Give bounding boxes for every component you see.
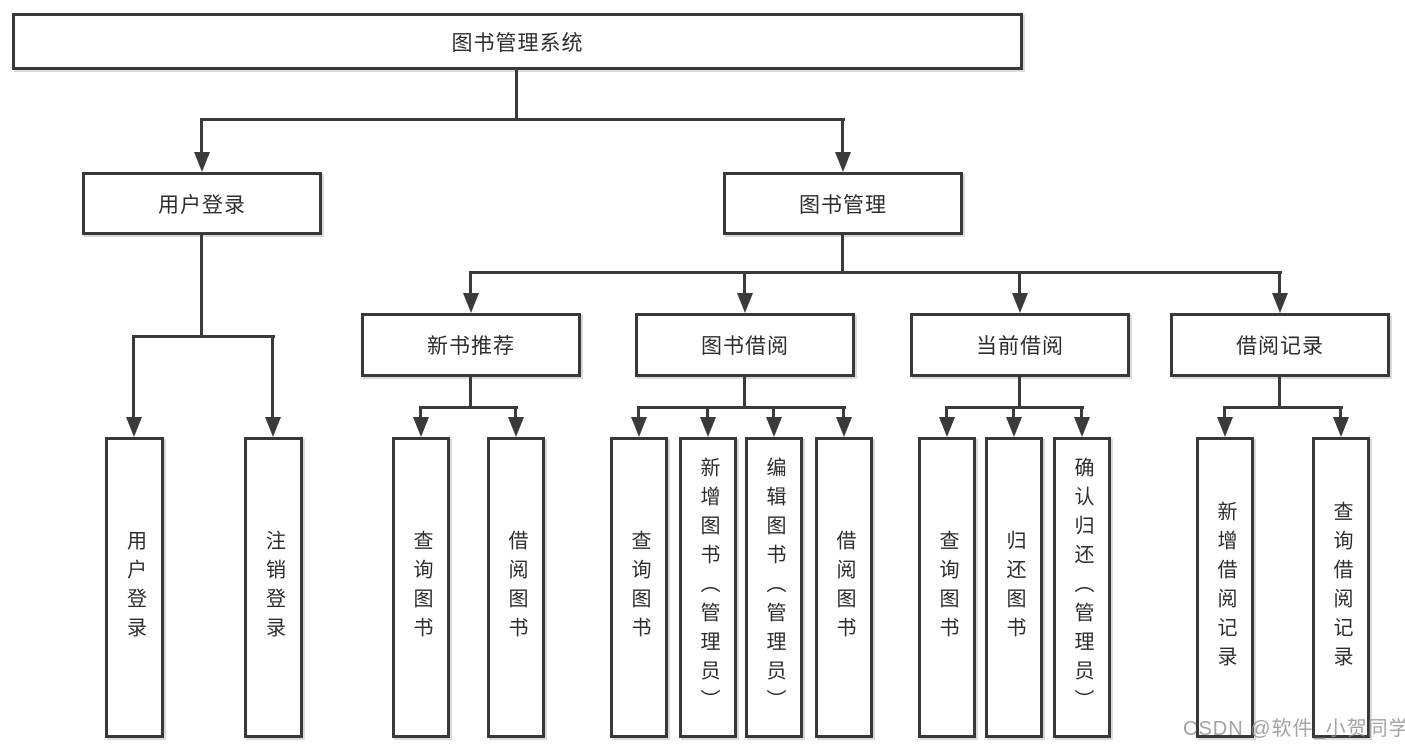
node-label: 查询图书 <box>936 529 958 646</box>
node-label: 新书推荐 <box>427 335 515 358</box>
node-label: 图书管理系统 <box>451 31 584 55</box>
connector-line <box>637 408 640 422</box>
node-label: 查询图书 <box>410 529 432 646</box>
connector-line <box>1018 273 1021 297</box>
connector-line <box>132 337 135 421</box>
arrow-down-icon <box>1012 293 1028 313</box>
node-current-borrowing: 当前借阅 <box>910 313 1130 377</box>
arrow-down-icon <box>766 417 782 437</box>
connector-line <box>706 408 709 422</box>
connector-line <box>1278 273 1281 297</box>
node-label: 确认归还（管理员） <box>1071 457 1093 718</box>
node-library-management-system: 图书管理系统 <box>12 13 1023 70</box>
node-label: 图书借阅 <box>701 335 789 358</box>
node-borrowing-records: 借阅记录 <box>1170 313 1390 377</box>
node-label: 注销登录 <box>262 529 285 646</box>
node-label: 查询图书 <box>628 529 650 646</box>
connector-line <box>743 273 746 297</box>
connector-line <box>637 406 846 409</box>
connector-line <box>1223 406 1343 409</box>
node-label: 用户登录 <box>123 529 146 646</box>
arrow-down-icon <box>463 293 479 313</box>
node-new-book-recommendation: 新书推荐 <box>361 313 581 377</box>
connector-line <box>945 406 1084 409</box>
connector-line <box>200 120 203 156</box>
arrow-down-icon <box>1006 417 1022 437</box>
connector-line <box>419 406 518 409</box>
connector-line <box>419 408 422 422</box>
connector-line <box>271 337 274 421</box>
connector-line <box>469 377 472 408</box>
connector-line <box>469 271 1282 274</box>
arrow-down-icon <box>939 417 955 437</box>
node-label: 新增图书（管理员） <box>697 457 719 718</box>
connector-line <box>841 235 844 273</box>
connector-line <box>772 408 775 422</box>
arrow-down-icon <box>737 293 753 313</box>
connector-line <box>842 408 845 422</box>
arrow-down-icon <box>194 152 210 172</box>
arrow-down-icon <box>1272 293 1288 313</box>
node-label: 借阅图书 <box>833 529 855 646</box>
connector-line <box>1223 408 1226 422</box>
leaf-add-book-admin: 新增图书（管理员） <box>679 437 737 738</box>
leaf-user-login: 用户登录 <box>105 437 164 738</box>
leaf-borrow-borrow-books: 借阅图书 <box>815 437 873 738</box>
connector-line <box>1339 408 1342 422</box>
arrow-down-icon <box>700 417 716 437</box>
node-label: 借阅记录 <box>1236 335 1324 358</box>
node-label: 编辑图书（管理员） <box>763 457 785 718</box>
node-label: 查询借阅记录 <box>1330 500 1352 675</box>
node-label: 归还图书 <box>1003 529 1025 646</box>
node-label: 用户登录 <box>158 193 246 217</box>
node-book-management: 图书管理 <box>723 172 963 235</box>
arrow-down-icon <box>413 417 429 437</box>
leaf-borrow-query-books: 查询图书 <box>610 437 668 738</box>
csdn-watermark: CSDN @软件_小贺同学 <box>1183 718 1405 740</box>
connector-line <box>1080 408 1083 422</box>
node-label: 当前借阅 <box>976 335 1064 358</box>
arrow-down-icon <box>835 152 851 172</box>
arrow-down-icon <box>265 417 281 437</box>
connector-line <box>743 377 746 408</box>
connector-line <box>1018 377 1021 408</box>
connector-line <box>514 408 517 422</box>
leaf-logout: 注销登录 <box>244 437 303 738</box>
leaf-recommend-query-books: 查询图书 <box>392 437 450 738</box>
arrow-down-icon <box>508 417 524 437</box>
arrow-down-icon <box>1217 417 1233 437</box>
connector-line <box>200 235 203 337</box>
leaf-current-query-books: 查询图书 <box>918 437 976 738</box>
node-label: 借阅图书 <box>505 529 527 646</box>
node-user-login: 用户登录 <box>82 172 322 235</box>
arrow-down-icon <box>836 417 852 437</box>
node-label: 新增借阅记录 <box>1214 500 1236 675</box>
node-label: 图书管理 <box>799 193 887 217</box>
connector-line <box>1012 408 1015 422</box>
leaf-recommend-borrow-books: 借阅图书 <box>487 437 545 738</box>
arrow-down-icon <box>631 417 647 437</box>
arrow-down-icon <box>126 417 142 437</box>
connector-line <box>1278 377 1281 408</box>
arrow-down-icon <box>1333 417 1349 437</box>
leaf-confirm-return-admin: 确认归还（管理员） <box>1053 437 1111 738</box>
arrow-down-icon <box>1074 417 1090 437</box>
leaf-query-borrow-record: 查询借阅记录 <box>1312 437 1370 738</box>
connector-line <box>515 68 518 120</box>
connector-line <box>841 120 844 156</box>
connector-line <box>469 273 472 297</box>
connector-line <box>132 335 275 338</box>
connector-line <box>200 118 845 121</box>
leaf-edit-book-admin: 编辑图书（管理员） <box>745 437 803 738</box>
leaf-add-borrow-record: 新增借阅记录 <box>1196 437 1254 738</box>
connector-line <box>945 408 948 422</box>
node-book-borrowing: 图书借阅 <box>635 313 855 377</box>
leaf-return-books: 归还图书 <box>985 437 1043 738</box>
